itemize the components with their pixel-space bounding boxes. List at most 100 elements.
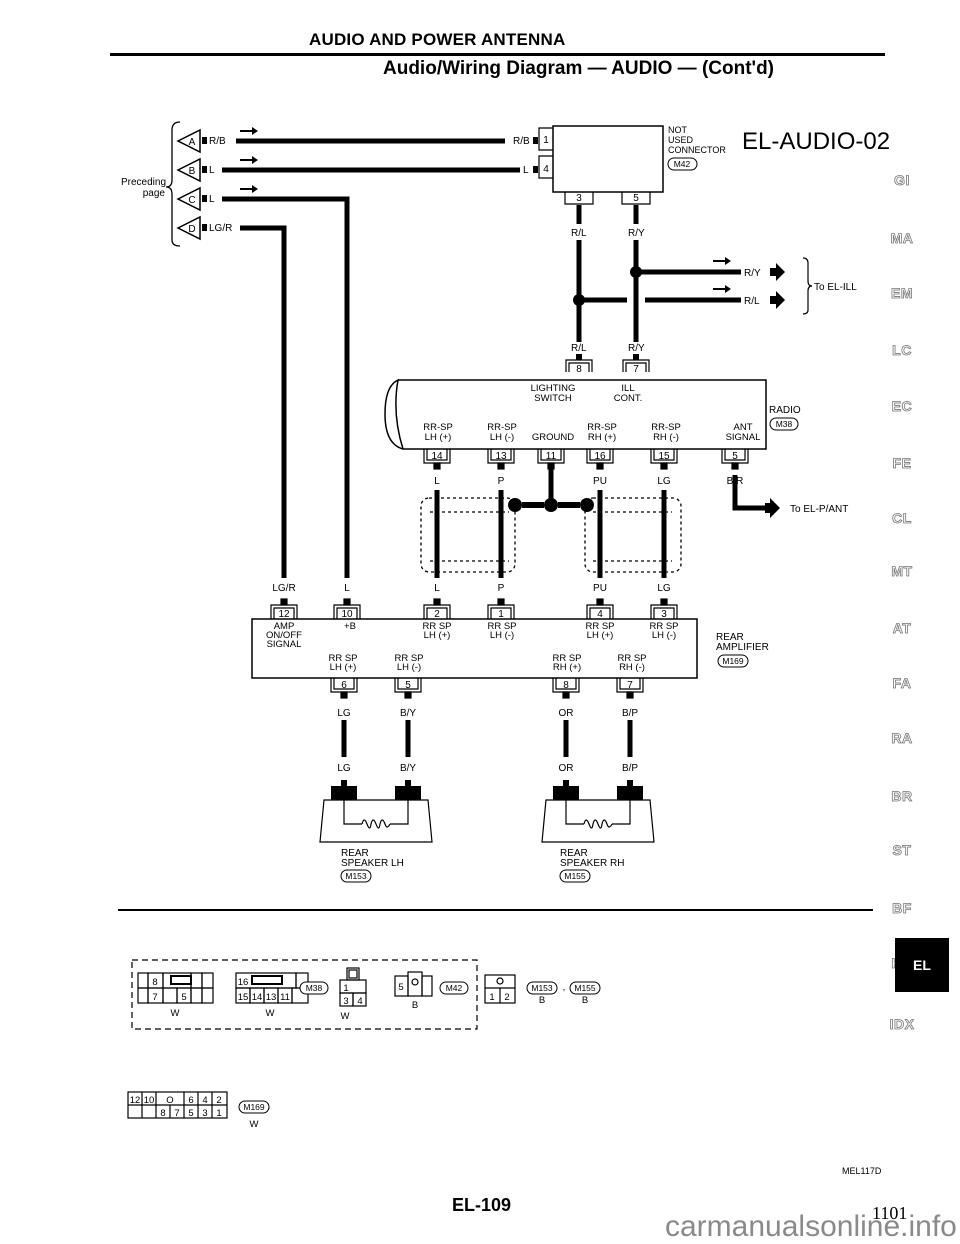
diagram-label: LG bbox=[657, 476, 671, 487]
diagram-label: 4 bbox=[202, 1095, 207, 1106]
diagram-label: 6 bbox=[341, 680, 347, 691]
side-tab-cl[interactable]: CL bbox=[892, 510, 912, 527]
side-tab-fe[interactable]: FE bbox=[892, 455, 912, 472]
diagram-label: B/Y bbox=[400, 708, 416, 719]
diagram-label: 14 bbox=[252, 992, 263, 1003]
diagram-label: W bbox=[250, 1119, 259, 1130]
side-tab-ra[interactable]: RA bbox=[891, 730, 913, 747]
to-el-ill-brace bbox=[802, 257, 813, 315]
diagram-label: 3 bbox=[576, 193, 582, 204]
diagram-label: 7 bbox=[152, 992, 157, 1003]
diagram-label: LH (-) bbox=[490, 630, 514, 641]
side-tab-fa[interactable]: FA bbox=[892, 675, 912, 692]
diagram-id: EL-AUDIO-02 bbox=[742, 128, 891, 155]
side-tab-at[interactable]: AT bbox=[892, 620, 912, 637]
m153-connector-tag: M153 bbox=[531, 983, 553, 993]
diagram-label: ANT bbox=[734, 422, 753, 433]
amp-pin: 1 bbox=[487, 598, 515, 620]
diagram-label: 1 bbox=[563, 790, 569, 801]
section-title: AUDIO AND POWER ANTENNA bbox=[309, 30, 566, 49]
diagram-label: RH (+) bbox=[553, 662, 581, 673]
side-tab-el-active[interactable]: EL bbox=[895, 938, 949, 992]
diagram-label: LG bbox=[337, 708, 351, 719]
preceding-connector-c: C bbox=[176, 186, 207, 212]
diagram-label: 11 bbox=[280, 992, 290, 1003]
diagram-label: RR-SP bbox=[487, 422, 517, 433]
side-tab-br[interactable]: BR bbox=[891, 788, 913, 805]
diagram-label: P bbox=[498, 583, 505, 594]
diagram-label: 2 bbox=[627, 790, 633, 801]
diagram-label: LH (+) bbox=[587, 630, 614, 641]
speaker-pin: 1 bbox=[553, 780, 579, 801]
diagram-label: SPEAKER LH bbox=[341, 858, 404, 869]
side-tab-em[interactable]: EM bbox=[891, 285, 913, 302]
diagram-label: GROUND bbox=[532, 432, 574, 443]
diagram-label: 12 bbox=[130, 1095, 141, 1106]
diagram-label: 8 bbox=[152, 977, 157, 988]
side-tab-gi[interactable]: GI bbox=[894, 172, 910, 189]
diagram-label: 4 bbox=[543, 164, 549, 175]
not-used-connector-m42: 1 4 R/B L 3 5 NOT USED CONNECTOR M42 bbox=[513, 125, 726, 205]
diagram-label: 16 bbox=[594, 451, 606, 462]
diagram-label: REAR bbox=[560, 848, 588, 859]
side-tab-idx[interactable]: IDX bbox=[889, 1016, 915, 1033]
diagram-label: AMPLIFIER bbox=[716, 642, 769, 653]
diagram-label: 14 bbox=[431, 451, 443, 462]
radio-pin: 14 bbox=[423, 449, 451, 470]
diagram-label: 2 bbox=[434, 609, 440, 620]
diagram-label: LH (-) bbox=[397, 662, 421, 673]
diagram-label: B/P bbox=[622, 708, 638, 719]
diagram-label: L bbox=[523, 165, 529, 176]
m155-connector-tag: M155 bbox=[574, 983, 596, 993]
diagram-label: LH (+) bbox=[425, 432, 452, 443]
diagram-label: 8 bbox=[160, 1108, 165, 1119]
diagram-label: 2 bbox=[405, 790, 411, 801]
diagram-label: 3 bbox=[343, 996, 348, 1007]
section-divider bbox=[118, 909, 873, 911]
diagram-label: LH (-) bbox=[652, 630, 676, 641]
diagram-label: 15 bbox=[238, 992, 249, 1003]
diagram-label: 3 bbox=[661, 609, 667, 620]
diagram-label: RR-SP bbox=[587, 422, 617, 433]
side-tab-ma[interactable]: MA bbox=[890, 230, 914, 247]
diagram-label: RR SP bbox=[552, 653, 581, 664]
radio-label: RADIO bbox=[769, 405, 801, 416]
diagram-label: B bbox=[412, 1000, 418, 1011]
diagram-label: D bbox=[188, 224, 195, 235]
diagram-label: O bbox=[166, 1095, 173, 1106]
diagram-label: OR bbox=[559, 708, 574, 719]
header-rule bbox=[110, 53, 885, 56]
diagram-label: 10 bbox=[341, 609, 353, 620]
diagram-label: RH (-) bbox=[653, 432, 679, 443]
diagram-label: SWITCH bbox=[534, 393, 572, 404]
diagram-label: RR-SP bbox=[651, 422, 681, 433]
preceding-connector-d: D bbox=[176, 215, 207, 241]
page-number: EL-109 bbox=[452, 1195, 512, 1215]
radio-pin: 13 bbox=[487, 449, 515, 470]
side-tab-lc[interactable]: LC bbox=[892, 342, 912, 359]
diagram-label: W bbox=[341, 1011, 350, 1022]
diagram-label: 2 bbox=[504, 992, 509, 1003]
preceding-connector-a: A bbox=[176, 128, 207, 154]
diagram-label: 8 bbox=[576, 364, 582, 375]
diagram-label: RR-SP bbox=[423, 422, 453, 433]
side-tab-st[interactable]: ST bbox=[892, 842, 912, 859]
diagram-label: +B bbox=[344, 621, 356, 632]
diagram-label: PU bbox=[593, 476, 607, 487]
diagram-label: PU bbox=[593, 583, 607, 594]
side-tab-bf[interactable]: BF bbox=[892, 900, 912, 917]
diagram-label: LH (+) bbox=[424, 630, 451, 641]
wire-label: R/Y bbox=[744, 268, 761, 279]
diagram-label: B bbox=[189, 166, 196, 177]
side-tab-mt[interactable]: MT bbox=[891, 563, 913, 580]
diagram-label: 16 bbox=[238, 977, 249, 988]
diagram-label: OR bbox=[559, 763, 574, 774]
connector-views bbox=[127, 959, 516, 1119]
diagram-label: R/L bbox=[571, 343, 587, 354]
side-tab-ec[interactable]: EC bbox=[891, 398, 913, 415]
radio-connector-id: M38 bbox=[776, 419, 793, 429]
diagram-label: LIGHTING bbox=[531, 383, 576, 394]
connector-a-id: A bbox=[189, 137, 196, 148]
diagram-label: 3 bbox=[202, 1108, 207, 1119]
diagram-label: 11 bbox=[546, 451, 557, 462]
